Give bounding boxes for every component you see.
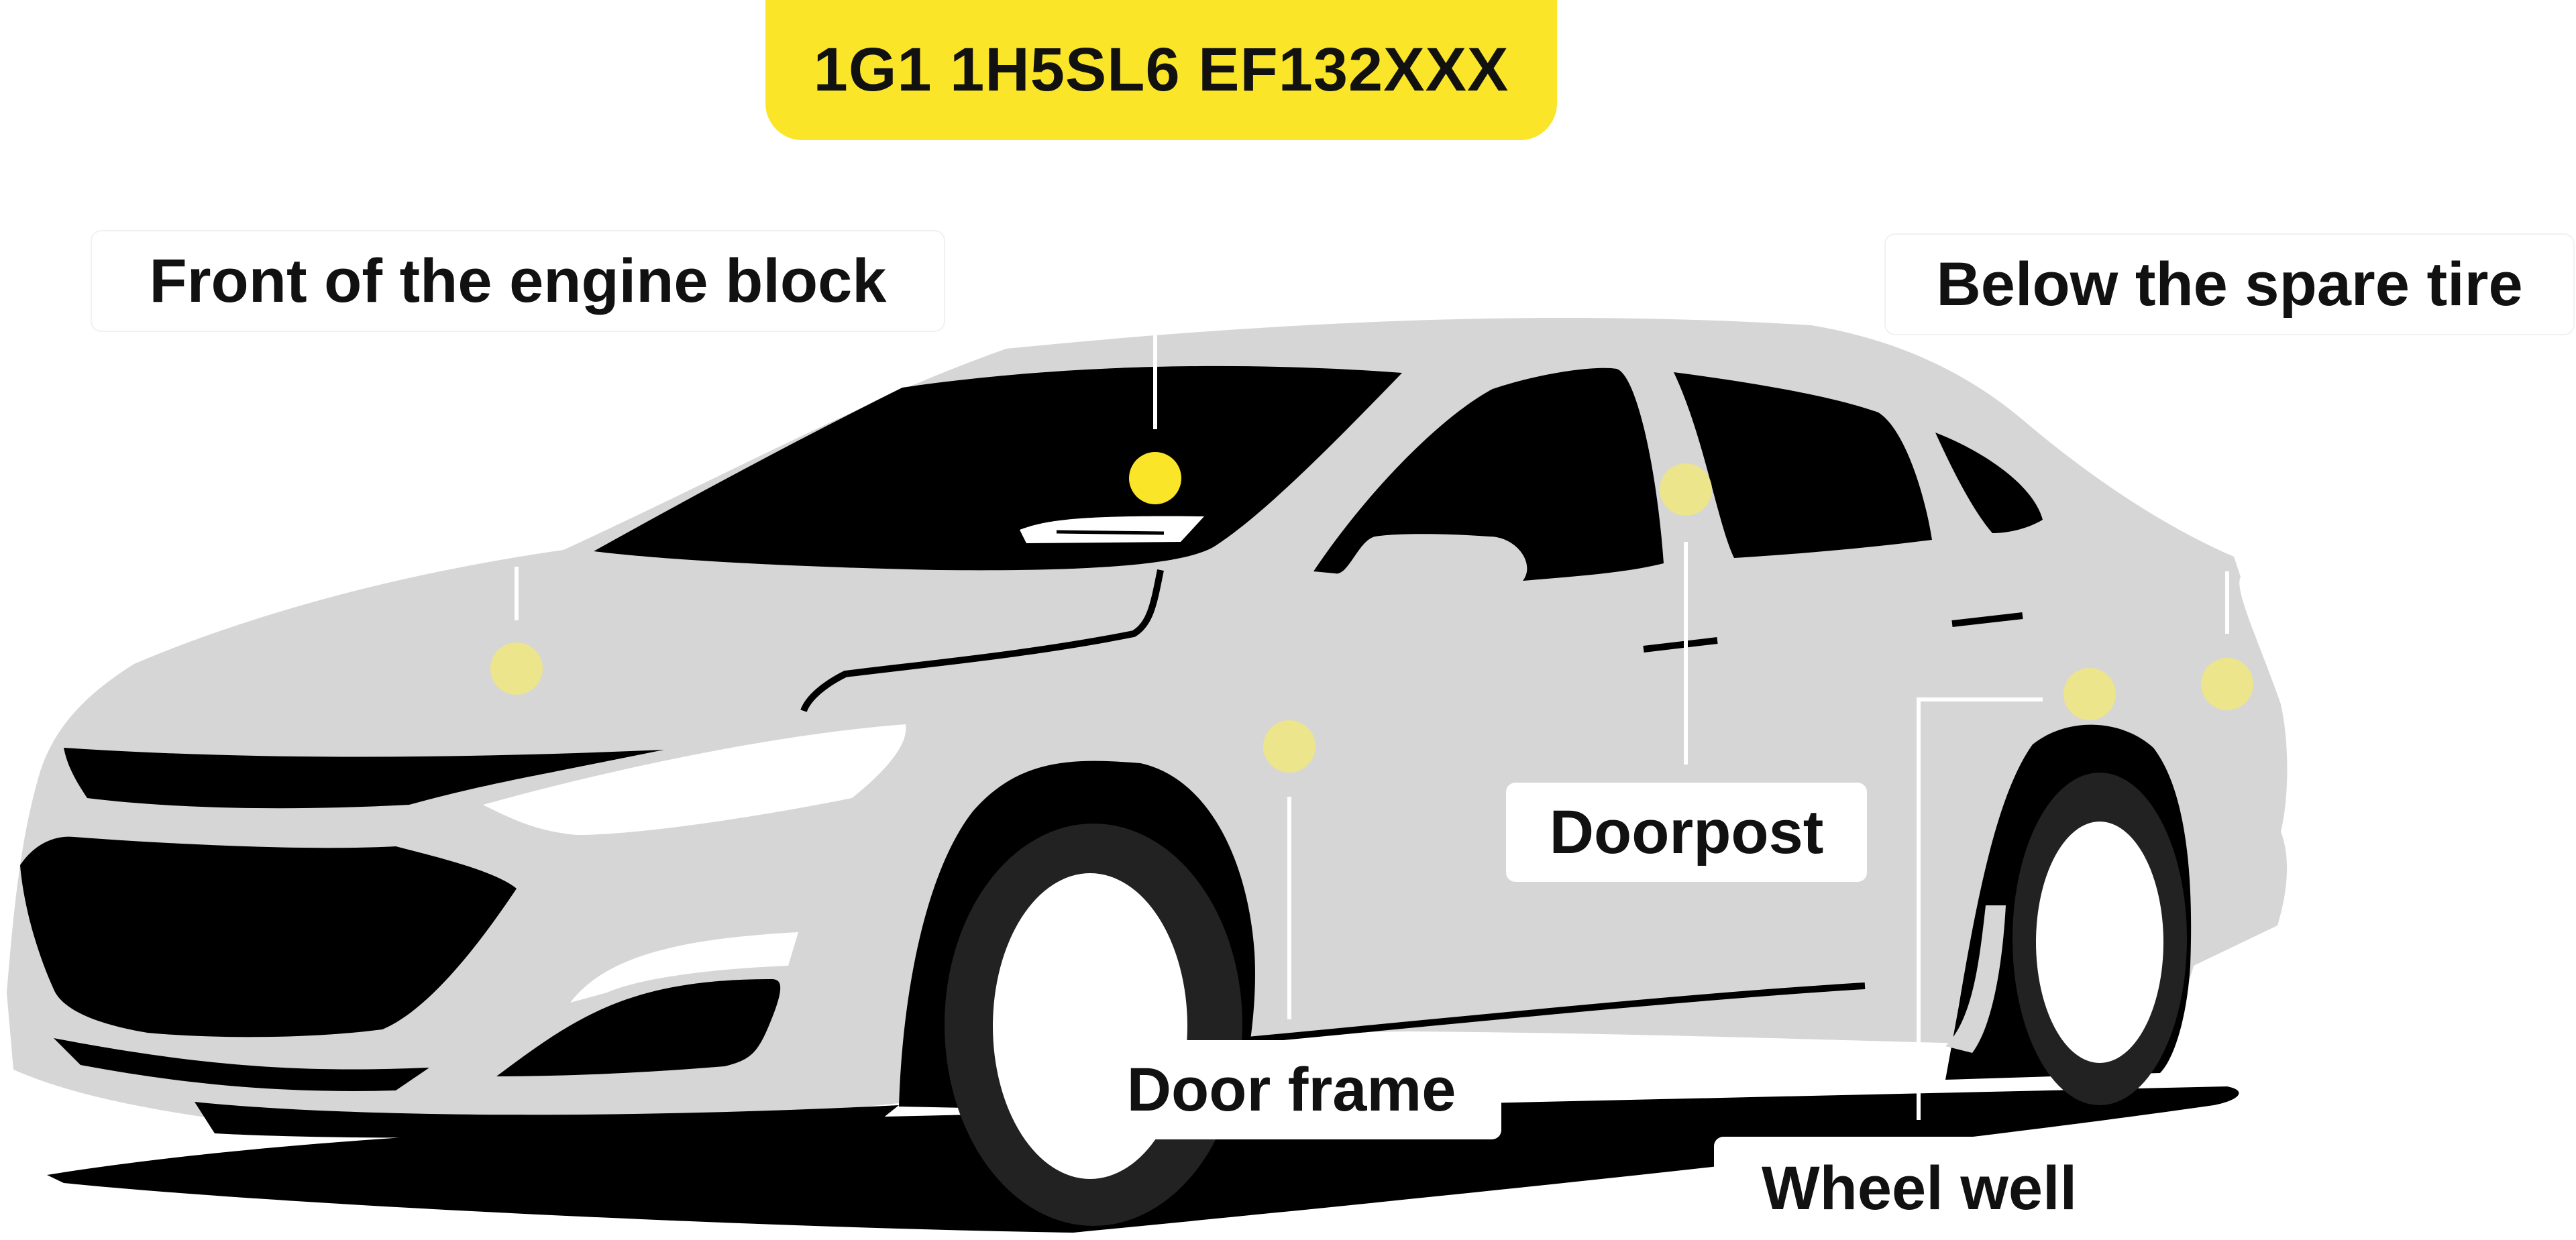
label-door-frame: Door frame (1081, 1040, 1501, 1139)
label-engine-block: Front of the engine block (92, 231, 944, 331)
marker-doorpost (1660, 463, 1712, 516)
marker-wheel-well (2063, 668, 2116, 720)
marker-engine-block (490, 642, 543, 695)
label-doorpost: Doorpost (1506, 783, 1867, 882)
label-wheel-well: Wheel well (1714, 1137, 2125, 1240)
marker-spare-tire (2201, 658, 2253, 710)
rear-rim (2036, 822, 2163, 1063)
label-spare-tire: Below the spare tire (1886, 235, 2573, 334)
marker-vin-dash (1129, 452, 1181, 504)
marker-door-frame (1263, 720, 1316, 773)
vin-number-banner: 1G1 1H5SL6 EF132XXX (765, 0, 1557, 140)
